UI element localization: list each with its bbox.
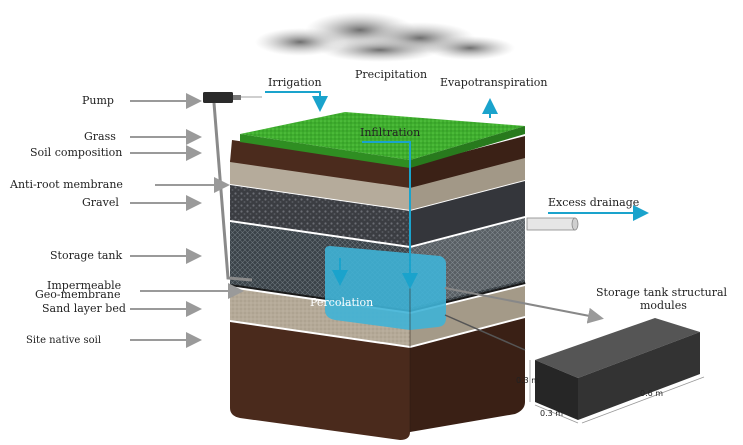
module-connector	[444, 314, 526, 351]
storage-module	[535, 318, 700, 420]
label-site-native-soil: Site native soil	[26, 335, 101, 346]
label-module-width: 0.3 m	[540, 409, 563, 418]
label-pump: Pump	[82, 94, 114, 107]
drainage-pipe	[526, 217, 579, 231]
label-module-title-2: modules	[640, 299, 687, 312]
label-irrigation: Irrigation	[268, 76, 322, 89]
label-storage-tank: Storage tank	[50, 249, 123, 262]
label-module-height: 0.3 m	[516, 376, 539, 385]
label-infiltration: Infiltration	[360, 126, 420, 139]
label-module-title-1: Storage tank structural	[596, 286, 728, 299]
flow-arrows	[265, 91, 649, 289]
pump-icon	[203, 92, 262, 103]
label-impermeable: Impermeable	[47, 279, 121, 292]
label-precipitation: Precipitation	[355, 68, 427, 81]
label-gravel: Gravel	[82, 196, 119, 209]
dimension-lines	[529, 360, 705, 424]
module-connector-2	[444, 287, 604, 324]
label-percolation: Percolation	[310, 296, 373, 309]
label-excess-drainage: Excess drainage	[548, 196, 639, 209]
label-grass: Grass	[84, 130, 116, 143]
label-anti-root-membrane: Anti-root membrane	[9, 178, 123, 191]
label-soil-composition: Soil composition	[30, 146, 122, 159]
pump-pipe	[212, 102, 253, 282]
cloud-icon	[255, 12, 515, 62]
left-label-arrows	[130, 93, 244, 348]
label-module-length: 0.6 m	[640, 389, 663, 398]
label-geo-membrane: Geo-membrane	[35, 288, 120, 301]
label-evapotranspiration: Evapotranspiration	[440, 76, 547, 89]
layered-block	[229, 112, 526, 440]
label-sand-layer-bed: Sand layer bed	[42, 302, 126, 315]
